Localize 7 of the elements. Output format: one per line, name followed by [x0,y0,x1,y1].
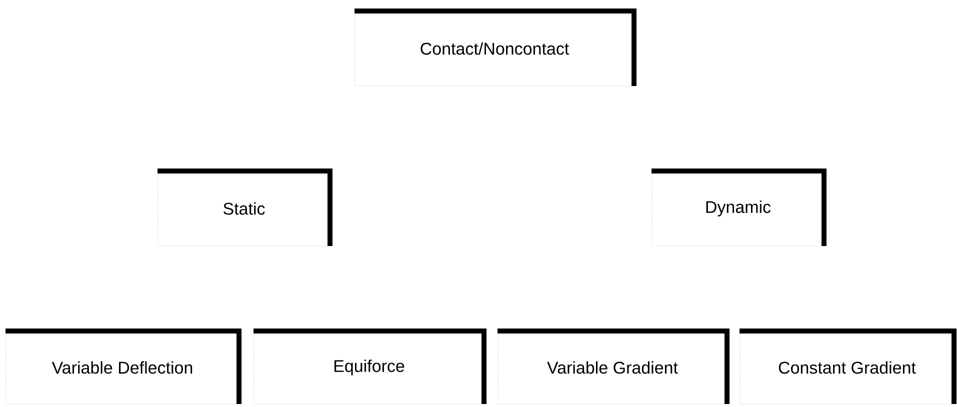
process-box: Static [158,168,332,246]
process-box: Variable Deflection [6,328,242,404]
process-box: Dynamic [652,168,827,246]
process-box: Contact/Noncontact [354,8,636,86]
process-box: Constant Gradient [740,328,957,404]
process-box: Variable Gradient [498,328,730,404]
process-box: Equiforce [254,328,486,404]
